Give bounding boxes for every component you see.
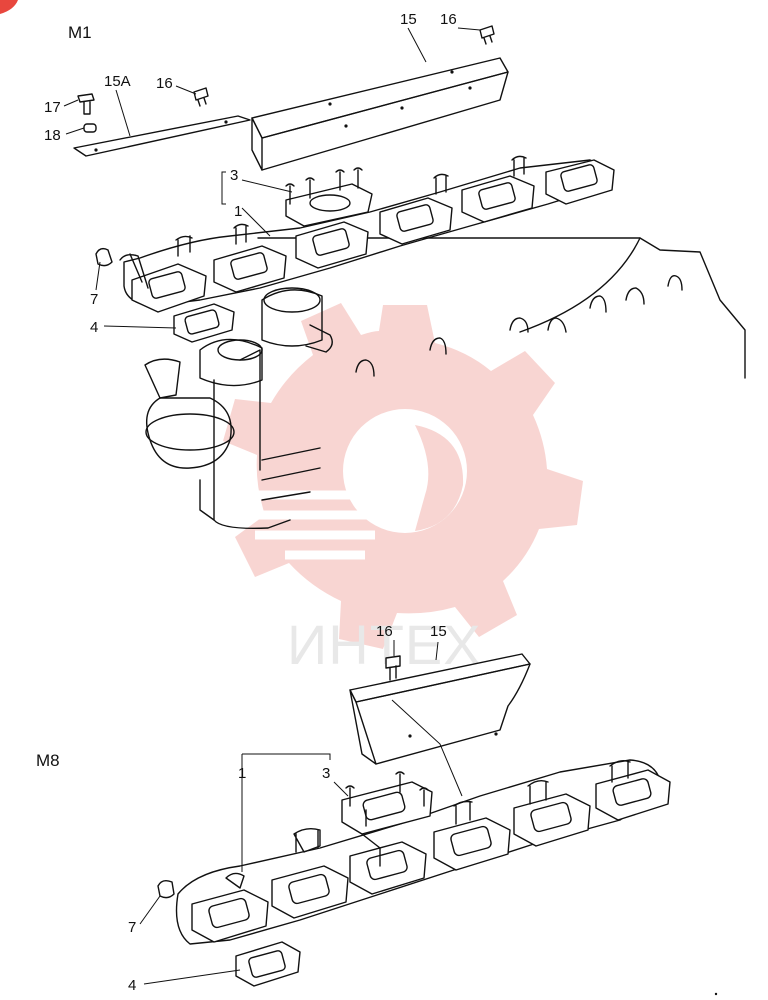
leader-16-top-right (457, 27, 481, 31)
exhaust-manifold-m1 (119, 155, 615, 313)
leader-7-top (95, 261, 101, 291)
leader-15-top (407, 27, 427, 63)
leader-17 (63, 99, 79, 107)
label-16-top-left: 16 (156, 75, 173, 92)
turbo-housing (144, 287, 333, 469)
label-1-bottom: 1 (238, 765, 246, 782)
label-15-bottom: 15 (430, 623, 447, 640)
watermark-logo: ИНТЕХ (223, 303, 583, 676)
group-label-m1: M1 (68, 23, 92, 42)
manifold-ports-m1 (131, 159, 615, 313)
leader-4-bottom (143, 969, 241, 985)
leader-shield-bottom (391, 699, 463, 797)
leader-4-top (103, 325, 177, 329)
manifold-ports-m8 (191, 769, 671, 943)
heat-shield-plate-15a (73, 115, 251, 157)
watermark-text: ИНТЕХ (287, 613, 482, 676)
bolt-17 (77, 93, 95, 115)
gasket-4-bottom (235, 941, 301, 987)
leader-15-bottom (435, 641, 439, 661)
leader-18 (65, 127, 85, 135)
heat-shield-m8 (349, 653, 531, 765)
label-3-bottom: 3 (322, 765, 330, 782)
label-16-top-right: 16 (440, 11, 457, 28)
label-3-top: 3 (230, 167, 238, 184)
bolt-16-bottom (385, 655, 401, 681)
bolt-16-top-right (479, 25, 495, 45)
label-1-top: 1 (234, 203, 242, 220)
stray-dot (714, 992, 718, 996)
leader-15a (115, 89, 131, 137)
label-7-top: 7 (90, 291, 98, 308)
gasket-4-top (173, 303, 235, 343)
label-7-bottom: 7 (128, 919, 136, 936)
label-17: 17 (44, 99, 61, 116)
label-4-bottom: 4 (128, 977, 136, 994)
exhaust-manifold-m8 (175, 759, 671, 945)
leader-3-bottom (333, 781, 349, 797)
corner-mark (0, 0, 18, 14)
leader-1-bottom (241, 753, 331, 872)
leader-1-top (241, 207, 271, 237)
leader-16-top-left (175, 85, 197, 95)
nut-7-top (95, 247, 113, 267)
group-label-m8: M8 (36, 751, 60, 770)
leader-3-top (221, 171, 293, 205)
label-15-top: 15 (400, 11, 417, 28)
washer-18 (83, 123, 97, 133)
engine-block (199, 237, 746, 530)
leader-7-bottom (139, 895, 161, 925)
label-4-top: 4 (90, 319, 98, 336)
nut-7-bottom (157, 879, 175, 899)
label-15a: 15A (104, 73, 131, 90)
bolt-16-top-left (193, 87, 209, 107)
label-16-bottom: 16 (376, 623, 393, 640)
label-18: 18 (44, 127, 61, 144)
heat-shield-m1 (251, 57, 509, 171)
